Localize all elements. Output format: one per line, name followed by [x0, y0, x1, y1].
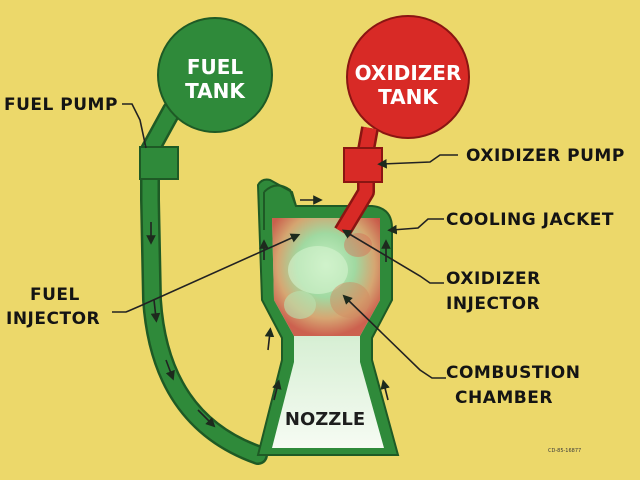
fuel-injector-label-2: INJECTOR: [6, 309, 100, 329]
oxidizer-tank-label-1: OXIDIZER: [355, 61, 462, 85]
fuel-injector-leader: [112, 233, 301, 313]
oxidizer-injector-label-1: OXIDIZER: [446, 269, 541, 289]
cooling-jacket-leader: [387, 218, 444, 235]
fuel-injector-label-1: FUEL: [30, 285, 80, 305]
oxidizer-pump: [343, 147, 383, 183]
combustion-chamber-label-1: COMBUSTION: [446, 363, 580, 383]
fuel-pump-label: FUEL PUMP: [4, 95, 118, 115]
oxidizer-pump-label: OXIDIZER PUMP: [466, 146, 625, 166]
oxidizer-pump-leader: [377, 154, 458, 169]
fuel-pump-leader: [122, 103, 147, 149]
oxidizer-injector-label-2: INJECTOR: [446, 294, 540, 314]
oxidizer-injector-leader: [341, 229, 444, 284]
combustion-chamber-leader: [342, 294, 446, 379]
fuel-tank-label-2: TANK: [185, 79, 246, 103]
engine-body: [256, 178, 400, 456]
cooling-jacket-label: COOLING JACKET: [446, 210, 614, 230]
oxidizer-tank-label-2: TANK: [378, 85, 439, 109]
fuel-tank: [157, 17, 273, 133]
figure-code: CD-85-16877: [548, 448, 581, 454]
combustion-chamber-label-2: CHAMBER: [455, 388, 553, 408]
nozzle-label: NOZZLE: [285, 409, 365, 430]
fuel-tank-label-1: FUEL: [187, 55, 244, 79]
fuel-pump: [139, 146, 179, 180]
oxidizer-tank: [346, 15, 470, 139]
